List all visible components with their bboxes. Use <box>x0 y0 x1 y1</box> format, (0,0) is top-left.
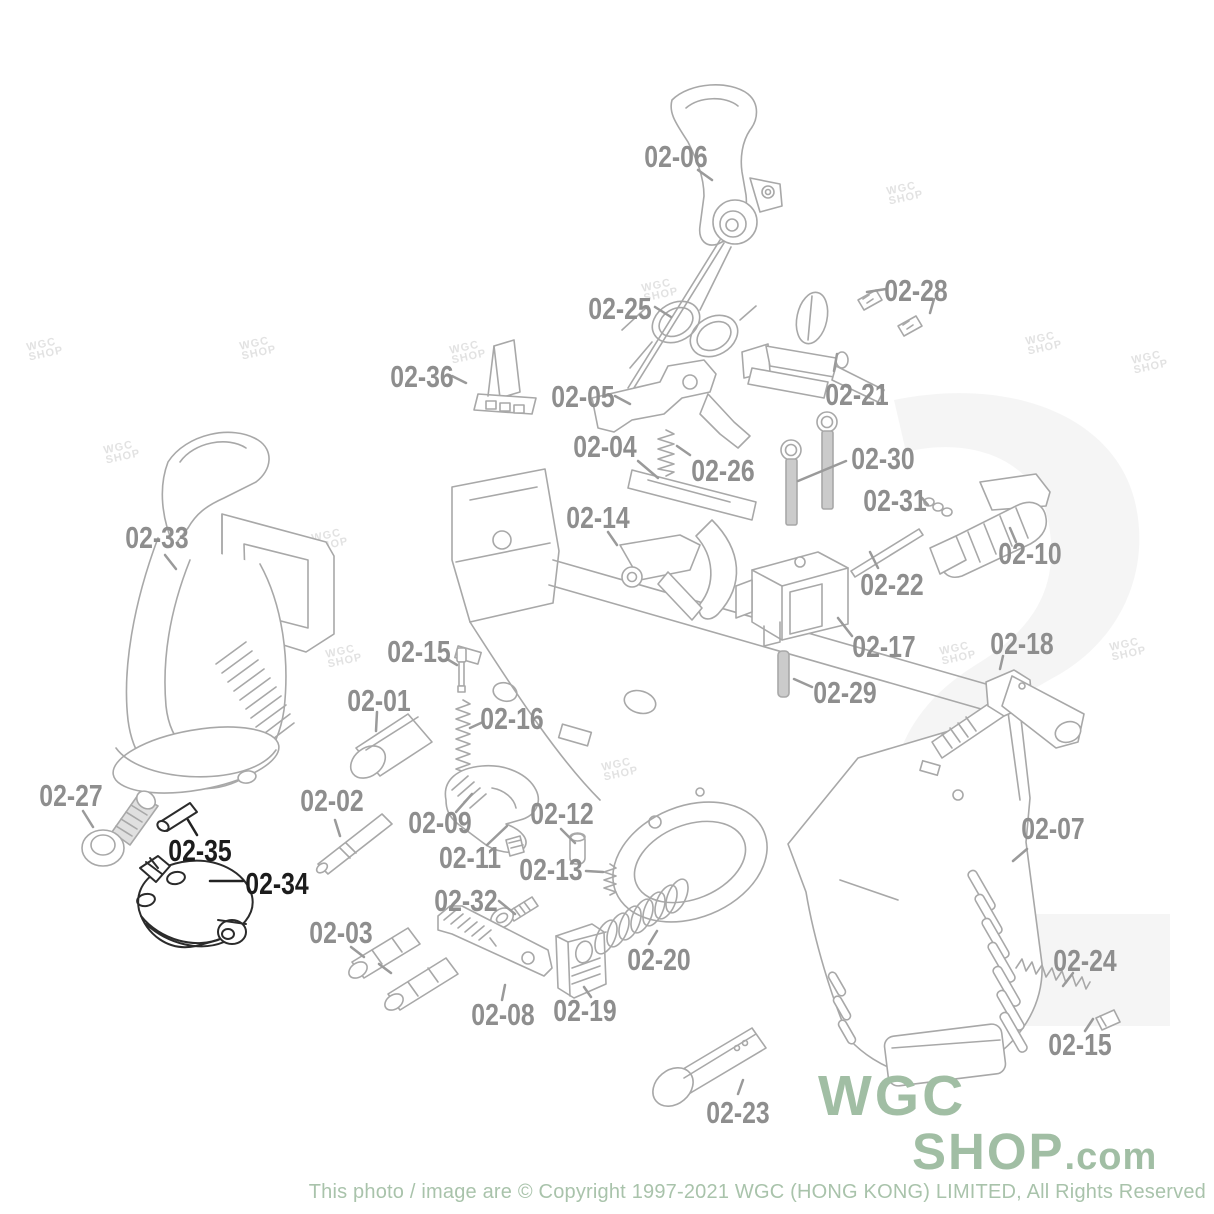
part-label: 02-31 <box>863 483 927 518</box>
part-label: 02-28 <box>884 273 948 308</box>
copyright-text: This photo / image are © Copyright 1997-… <box>308 1181 1206 1203</box>
logo-domain-text: .com <box>1064 1136 1158 1178</box>
part-label: 02-15 <box>1048 1027 1112 1062</box>
part-02-11 <box>505 835 525 857</box>
part-02-08 <box>437 905 553 977</box>
part-02-05 <box>591 359 751 449</box>
part-02-22 <box>850 528 924 578</box>
part-label: 02-17 <box>852 629 916 664</box>
part-label: 02-33 <box>125 520 189 555</box>
part-02-15b <box>1095 1009 1121 1031</box>
part-label: 02-03 <box>309 915 373 950</box>
part-02-34 <box>136 855 254 949</box>
logo-wgc-text: WGC <box>818 1064 967 1128</box>
part-02-26 <box>657 429 675 477</box>
part-02-06 <box>627 84 783 392</box>
part-label: 02-11 <box>438 840 502 875</box>
part-label: 02-36 <box>390 359 454 394</box>
part-label: 02-04 <box>573 429 637 464</box>
part-02-14 <box>619 534 703 621</box>
part-label: 02-25 <box>588 291 652 326</box>
part-02-30 <box>780 411 838 526</box>
part-02-03 <box>348 927 459 1011</box>
part-02-33 <box>112 431 335 794</box>
part-02-16 <box>455 699 471 779</box>
part-label: 02-26 <box>691 453 755 488</box>
part-02-13 <box>603 863 617 896</box>
part-label: 02-06 <box>644 139 708 174</box>
part-02-10 <box>929 473 1051 578</box>
part-label: 02-09 <box>408 805 472 840</box>
part-label: 02-07 <box>1021 811 1085 846</box>
part-02-04-trigger-bar <box>627 469 757 620</box>
leader-lines <box>81 168 1095 1096</box>
part-label: 02-29 <box>813 675 877 710</box>
part-02-02 <box>315 813 393 875</box>
part-label: 02-05 <box>551 379 615 414</box>
part-02-01 <box>349 713 433 779</box>
wgcshop-logo: WGC SHOP.com <box>818 1068 1157 1181</box>
part-frame-02-07 <box>451 468 1043 1087</box>
part-label: 02-22 <box>860 567 924 602</box>
part-02-29 <box>777 650 790 698</box>
part-02-15a <box>456 647 467 693</box>
part-02-09 <box>444 764 540 854</box>
part-02-35 <box>156 802 198 832</box>
part-02-25 <box>621 300 757 369</box>
part-label: 02-23 <box>706 1095 770 1130</box>
part-label: 02-24 <box>1053 943 1117 978</box>
part-label: 02-02 <box>300 783 364 818</box>
part-02-19 <box>555 923 607 999</box>
part-02-27 <box>81 790 159 867</box>
part-label: 02-20 <box>627 942 691 977</box>
part-label: 02-19 <box>553 993 617 1028</box>
part-label: 02-30 <box>851 441 915 476</box>
part-label: 02-15 <box>387 634 451 669</box>
part-02-24 <box>1015 958 1091 990</box>
part-label: 02-35 <box>168 833 232 868</box>
part-label: 02-32 <box>434 883 498 918</box>
part-label: 02-08 <box>471 997 535 1032</box>
leader-lines-emphasis <box>186 818 245 883</box>
part-label: 02-27 <box>39 778 103 813</box>
part-label: 02-21 <box>825 377 889 412</box>
part-02-28 <box>857 289 923 337</box>
part-02-20 <box>594 878 689 955</box>
part-02-31 <box>923 497 953 517</box>
part-label: 02-16 <box>480 701 544 736</box>
part-02-18 <box>931 669 1085 759</box>
part-02-36 <box>473 339 537 415</box>
part-02-23 <box>652 1027 767 1108</box>
part-label: 02-34 <box>245 866 309 901</box>
part-label: 02-01 <box>347 683 411 718</box>
part-label: 02-14 <box>566 500 630 535</box>
part-label: 02-18 <box>990 626 1054 661</box>
logo-shop-text: SHOP <box>912 1123 1065 1180</box>
part-label: 02-10 <box>998 536 1062 571</box>
part-label: 02-12 <box>530 796 594 831</box>
part-label: 02-13 <box>519 852 583 887</box>
part-02-17 <box>735 551 849 647</box>
